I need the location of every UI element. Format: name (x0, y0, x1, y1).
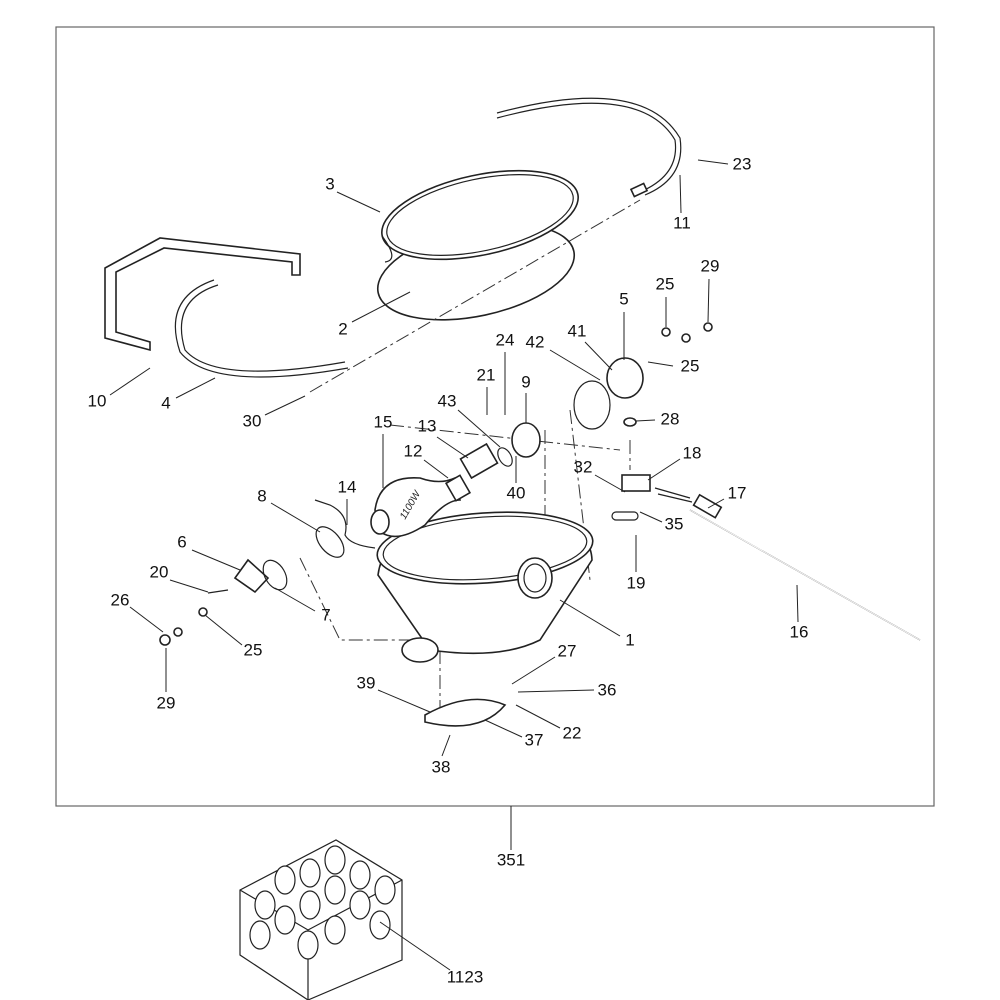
callout-12: 12 (404, 441, 423, 460)
part-ring-and-glass (376, 169, 579, 321)
callout-25: 25 (656, 274, 675, 293)
callout-37: 37 (525, 730, 544, 749)
callout-28: 28 (661, 409, 680, 428)
callout-24: 24 (496, 330, 515, 349)
callout-36: 36 (598, 680, 617, 699)
callout-25: 25 (244, 640, 263, 659)
callout-20: 20 (150, 562, 169, 581)
callout-2: 2 (338, 319, 347, 338)
part-washer (173, 627, 183, 637)
callout-labels: 3 23 11 2 29 25 5 10 4 30 41 42 25 24 21… (88, 154, 809, 986)
part-socket (459, 442, 499, 480)
callout-21: 21 (477, 365, 496, 384)
part-bottom-cover (424, 698, 507, 727)
callout-1123: 1123 (447, 967, 484, 986)
callout-18: 18 (683, 443, 702, 462)
part-nut (703, 322, 713, 332)
part-junction-box (606, 357, 644, 399)
part-gasket-42 (573, 380, 611, 430)
part-seal-19 (611, 511, 639, 521)
axis-line (569, 409, 591, 581)
callout-27: 27 (558, 641, 577, 660)
callout-5: 5 (619, 289, 628, 308)
part-reflector-bowl (376, 511, 594, 663)
part-bulb-carton (239, 839, 403, 1000)
callout-38: 38 (432, 757, 451, 776)
axis-line (389, 424, 621, 451)
part-washer (681, 333, 691, 343)
callout-6: 6 (177, 532, 186, 551)
callout-29: 29 (157, 693, 176, 712)
callout-17: 17 (728, 483, 747, 502)
callout-1: 1 (625, 630, 634, 649)
callout-39: 39 (357, 673, 376, 692)
callout-22: 22 (563, 723, 582, 742)
callout-29: 29 (701, 256, 720, 275)
axis-line (309, 199, 641, 393)
callout-23: 23 (733, 154, 752, 173)
callout-14: 14 (338, 477, 357, 496)
part-bolt-20 (207, 589, 229, 594)
callout-7: 7 (321, 605, 330, 624)
part-spring-14 (314, 499, 376, 549)
assembly-frame (55, 26, 935, 807)
callout-41: 41 (568, 321, 587, 340)
part-clamp-band-lower (174, 279, 349, 378)
part-clip-8 (315, 526, 345, 558)
part-power-cable (654, 487, 921, 641)
callout-35: 35 (665, 514, 684, 533)
callout-11: 11 (673, 213, 691, 232)
callout-4: 4 (161, 393, 170, 412)
part-lamp-bulb: 1100W (370, 474, 472, 538)
callout-13: 13 (418, 416, 437, 435)
axis-line (299, 557, 430, 641)
callout-15: 15 (374, 412, 393, 431)
part-washer (198, 607, 208, 617)
part-terminal-block (621, 474, 651, 492)
part-nut (159, 634, 171, 646)
part-clamp-band-top (496, 97, 682, 198)
callout-43: 43 (438, 391, 457, 410)
part-side-cap (233, 558, 270, 594)
callout-10: 10 (88, 391, 107, 410)
callout-32: 32 (574, 457, 593, 476)
callout-30: 30 (243, 411, 262, 430)
callout-9: 9 (521, 372, 530, 391)
callout-42: 42 (526, 332, 545, 351)
callout-26: 26 (111, 590, 130, 609)
leader-lines (109, 159, 799, 971)
callout-8: 8 (257, 486, 266, 505)
callout-19: 19 (627, 573, 646, 592)
part-gasket-7 (262, 559, 288, 591)
callout-25: 25 (681, 356, 700, 375)
part-washer-28 (623, 417, 637, 427)
callout-40: 40 (507, 483, 526, 502)
callout-16: 16 (790, 622, 809, 641)
part-mounting-bracket (104, 237, 301, 352)
part-flange-9 (511, 422, 541, 458)
part-washer (661, 327, 671, 337)
callout-351: 351 (497, 850, 525, 869)
part-gasket-43 (497, 447, 513, 467)
callout-3: 3 (325, 174, 334, 193)
